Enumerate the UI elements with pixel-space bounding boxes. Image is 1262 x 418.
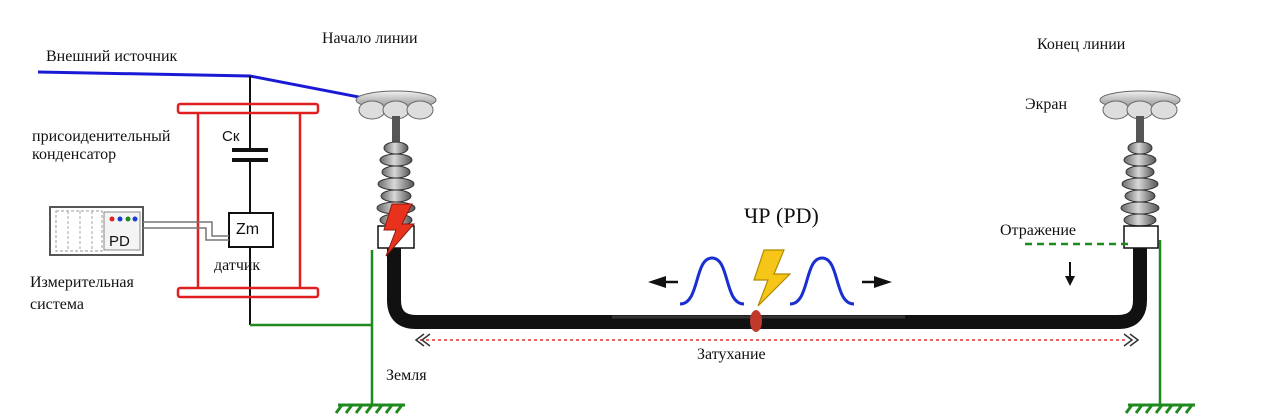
line-start-label: Начало линии	[322, 30, 418, 47]
pd-title: ЧР (PD)	[744, 203, 819, 228]
sensor-label: датчик	[214, 257, 261, 274]
external-source-line	[37, 70, 396, 106]
measurement-cable	[143, 221, 229, 241]
attenuation-label: Затухание	[697, 346, 766, 363]
pd-device-label: PD	[109, 233, 130, 250]
defect-mark	[750, 310, 762, 332]
lightning-icon	[753, 249, 792, 307]
ground-symbol-icon	[1124, 403, 1195, 414]
zm-box	[228, 212, 274, 248]
attenuation-arrow-right	[1123, 333, 1140, 347]
insulator-icon	[1099, 90, 1181, 249]
line-end-label: Конец линии	[1037, 36, 1126, 53]
cable	[387, 248, 1147, 329]
attenuation-arrow-left	[414, 333, 431, 347]
external-source-label: Внешний источник	[46, 48, 178, 65]
ground-wire-left	[250, 250, 374, 405]
coupling-frame	[176, 102, 320, 299]
lightning-icon	[383, 203, 416, 257]
coupling-capacitor-label: присоиденительный конденсатор	[32, 128, 171, 163]
arrow-left-icon	[648, 276, 678, 288]
ground-symbol-icon	[334, 403, 405, 414]
reflection-label: Отражение	[1000, 222, 1077, 239]
ck-label: Cк	[222, 128, 240, 145]
arrow-down-icon	[1065, 262, 1075, 286]
pulse-left	[679, 256, 745, 306]
pulse-right	[789, 256, 855, 306]
ground-label: Земля	[386, 367, 427, 384]
zm-label: Zm	[236, 221, 260, 238]
screen-label: Экран	[1025, 96, 1067, 113]
measuring-system-device	[49, 206, 144, 256]
measuring-system-label: Измерительная система	[30, 274, 134, 313]
arrow-right-icon	[862, 276, 892, 288]
